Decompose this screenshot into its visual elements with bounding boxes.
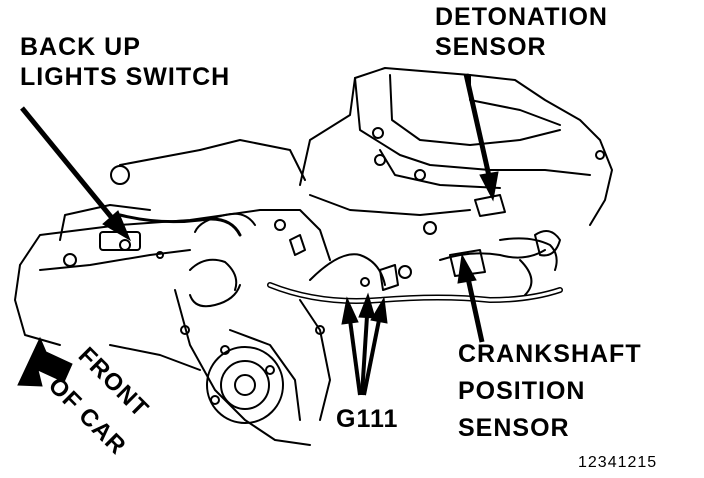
ground-label: G111 (336, 405, 399, 433)
ground-arrowhead-left (341, 296, 359, 325)
crankshaft-sensor-label-line1: CRANKSHAFT (458, 340, 642, 368)
crankshaft-sensor-label-line2: POSITION (458, 377, 586, 405)
ground-arrowhead-right (370, 296, 388, 324)
ground-pointer-middle (360, 315, 369, 396)
ground-arrowhead-middle (358, 292, 376, 319)
crankshaft-sensor-label: CRANKSHAFT POSITION SENSOR (458, 336, 642, 447)
fasteners (63, 127, 605, 335)
wiring-harness (118, 212, 563, 308)
ground-pointer-right (362, 319, 381, 396)
detonation-sensor-label-line1: DETONATION (435, 3, 608, 31)
pointer-arrows (17, 73, 499, 396)
backup-switch-label: BACK UP LIGHTS SWITCH (20, 32, 230, 92)
front-of-car-arrow (17, 336, 73, 387)
backup-switch-pointer (20, 106, 114, 220)
detonation-sensor-label-line2: SENSOR (435, 33, 547, 61)
flywheel (206, 345, 284, 424)
detonation-sensor-label: DETONATION SENSOR (435, 2, 608, 62)
backup-switch-arrowhead (102, 210, 132, 242)
ground-pointer-left (348, 319, 362, 396)
crankshaft-sensor-label-line3: SENSOR (458, 414, 570, 442)
figure-number: 12341215 (578, 454, 658, 471)
backup-switch-label-line2: LIGHTS SWITCH (20, 63, 231, 91)
backup-switch-label-line1: BACK UP (20, 33, 141, 61)
crankshaft-sensor-arrowhead (457, 253, 477, 284)
detonation-sensor-pointer (463, 73, 492, 177)
crankshaft-sensor-pointer (465, 277, 485, 343)
sensor-bodies (99, 194, 561, 291)
detonation-sensor-arrowhead (479, 171, 499, 202)
